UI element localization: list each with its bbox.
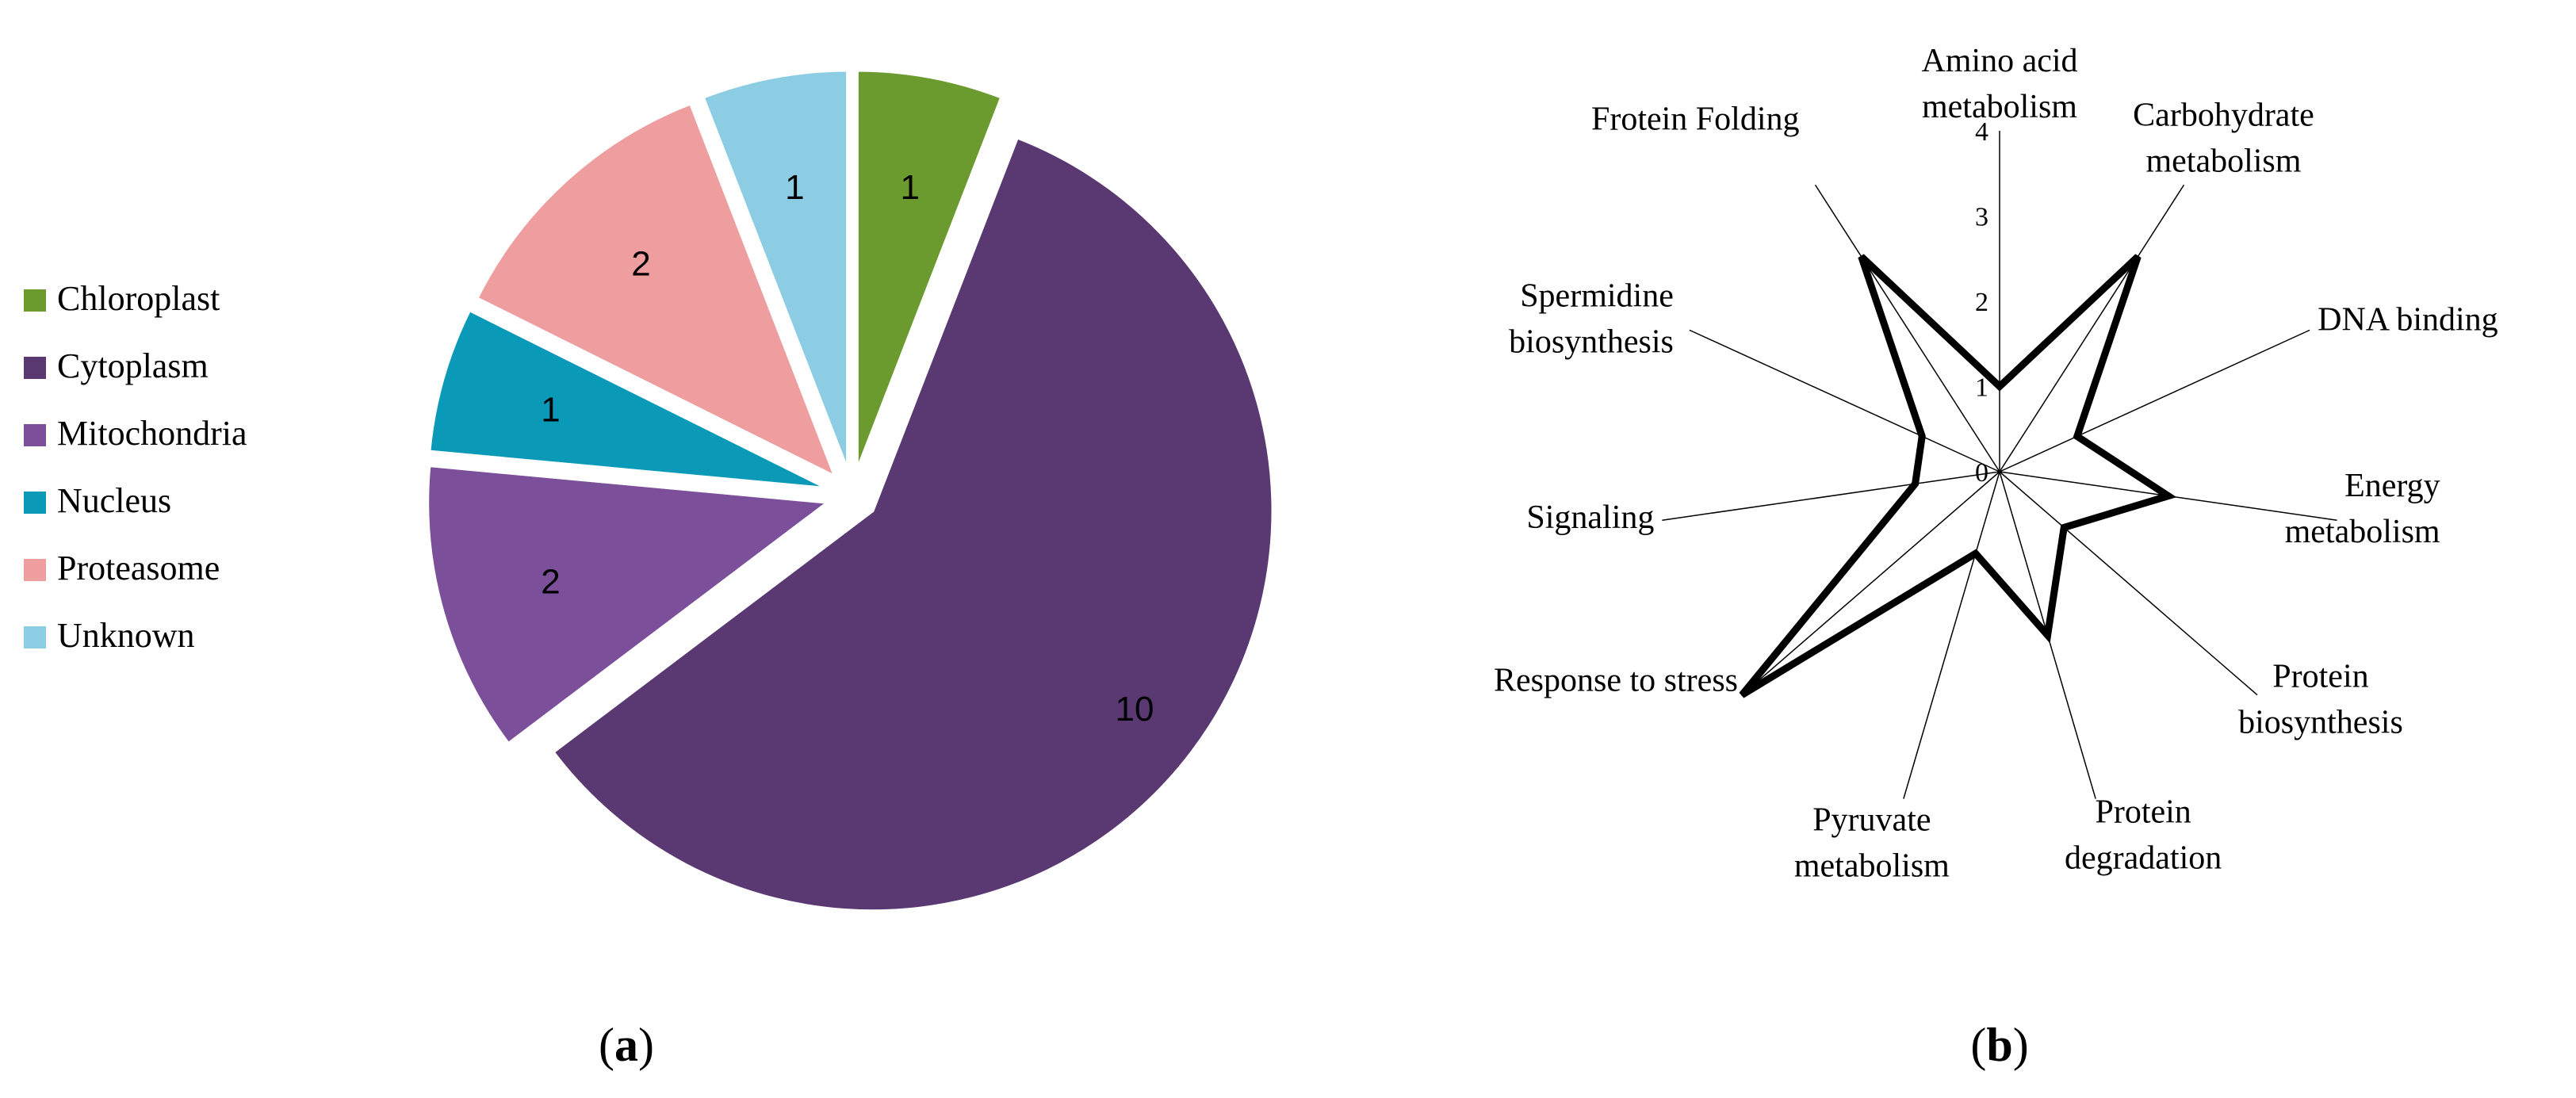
legend-label-proteasome: Proteasome [57, 549, 220, 587]
legend-swatch-chloroplast [24, 289, 46, 312]
radar-axis-pyruvate-metabolism [1903, 471, 2000, 799]
pie-data-label-unknown: 1 [785, 168, 804, 207]
radar-point-response-to-stress [1741, 694, 1743, 696]
radar-point-spermidine-biosynthesis [1921, 435, 1923, 438]
radar-point-protein-biosynthesis [2063, 526, 2065, 529]
radar-tick-label: 4 [1975, 117, 1988, 147]
pie-chart: 1 10 2 1 2 1 [426, 68, 1275, 913]
radar-point-carbohydrate-metabolism [2137, 255, 2139, 258]
legend-label-mitochondria: Mitochondria [57, 414, 247, 453]
radar-label-frotein-folding: Frotein Folding [1591, 101, 1800, 137]
pie-data-label-chloroplast: 1 [900, 168, 919, 207]
pie-slice-proteasome [474, 101, 839, 480]
pie-slice-chloroplast [855, 68, 1004, 472]
legend-swatch-mitochondria [24, 424, 46, 446]
legend-swatch-cytoplasm [24, 357, 46, 379]
pie-slice-unknown [701, 68, 850, 472]
panel-letter-a: a [614, 1019, 638, 1071]
panel-label-b: (b) [1970, 1019, 2028, 1071]
radar-label-signaling: Signaling [1526, 499, 1654, 536]
radar-point-frotein-folding [1860, 255, 1862, 258]
pie-data-label-mitochondria: 2 [541, 562, 560, 601]
radar-axis-carbohydrate-metabolism [1999, 184, 2185, 472]
radar-point-protein-degradation [2046, 634, 2049, 637]
radar-label-dna-binding: DNA binding [2318, 301, 2498, 338]
radar-point-signaling [1914, 483, 1916, 485]
pie-data-label-proteasome: 2 [631, 245, 650, 284]
legend-label-chloroplast: Chloroplast [57, 279, 220, 318]
legend-swatch-proteasome [24, 559, 46, 581]
radar-tick-label: 2 [1975, 288, 1988, 317]
radar-axis-spermidine-biosynthesis [1689, 329, 2000, 472]
pie-data-label-nucleus: 1 [541, 391, 560, 430]
radar-axis-signaling [1662, 471, 2000, 521]
legend-label-nucleus: Nucleus [57, 481, 171, 520]
radar-axis-protein-biosynthesis [1999, 471, 2258, 696]
legend-swatch-unknown [24, 626, 46, 648]
panel-label-a: (a) [599, 1019, 654, 1071]
radar-tick-label: 1 [1975, 373, 1988, 403]
radar-point-dna-binding [2076, 435, 2078, 438]
radar-label-response-to-stress: Response to stress [1494, 663, 1738, 699]
pie-legend: ChloroplastCytoplasmMitochondriaNucleusP… [24, 279, 247, 655]
pie-slice-mitochondria [426, 463, 833, 746]
legend-swatch-nucleus [24, 492, 46, 514]
pie-slice-nucleus [427, 308, 829, 491]
radar-axis-frotein-folding [1814, 184, 2000, 472]
radar-point-pyruvate-metabolism [1974, 553, 1977, 555]
radar-point-energy-metabolism [2167, 495, 2169, 497]
pie-slice-cytoplasm [550, 135, 1275, 913]
radar-tick-label: 0 [1975, 458, 1988, 488]
radar-axis-dna-binding [1999, 329, 2310, 472]
radar-series-line [1739, 254, 2177, 698]
pie-data-label-cytoplasm: 10 [1116, 690, 1154, 729]
radar-axis-response-to-stress [1741, 471, 2000, 696]
radar-tick-label: 3 [1975, 203, 1988, 232]
panel-letter-b: b [1986, 1019, 2012, 1071]
radar-point-amino-acid-metabolism [1999, 385, 2000, 388]
legend-label-cytoplasm: Cytoplasm [57, 346, 209, 385]
legend-label-unknown: Unknown [57, 616, 195, 655]
